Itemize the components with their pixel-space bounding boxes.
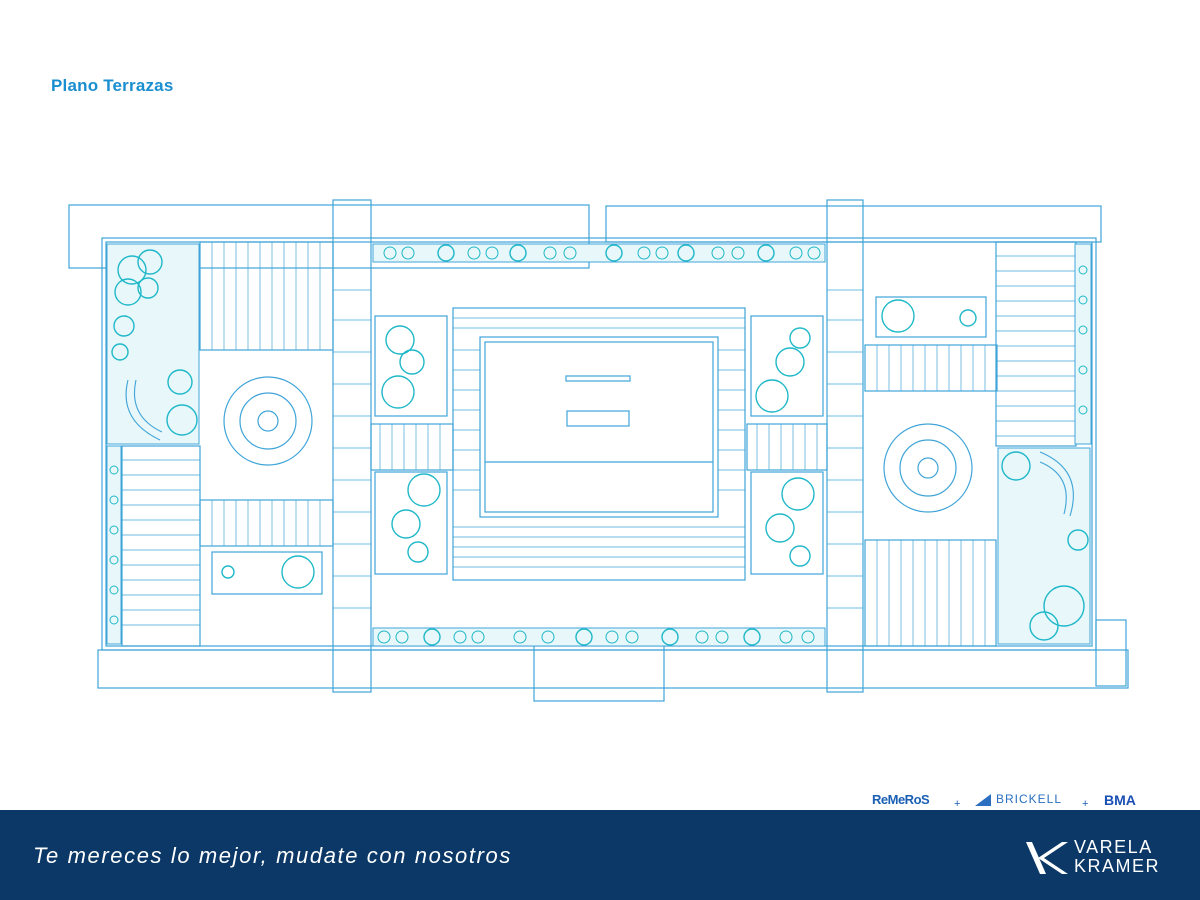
vk-chevron-icon — [1026, 842, 1068, 874]
footer-tagline: Te mereces lo mejor, mudate con nosotros — [33, 843, 512, 868]
partner-logos: ReMeRoS + BRICKELL + BMA — [870, 792, 1170, 812]
bma-logo: BMA — [1104, 792, 1136, 808]
plus-separator: + — [1082, 798, 1089, 810]
page-title: Plano Terrazas — [51, 76, 174, 95]
brand-name-line1: VARELA — [1074, 837, 1153, 857]
plus-separator: + — [954, 798, 961, 810]
terrace-floor-plan — [68, 199, 1129, 702]
brand-name-line2: KRAMER — [1074, 856, 1161, 876]
footer-bar — [0, 810, 1200, 900]
remeros-logo: ReMeRoS — [872, 792, 930, 807]
brickell-mark-icon — [975, 794, 991, 806]
brickell-logo: BRICKELL — [996, 792, 1063, 806]
